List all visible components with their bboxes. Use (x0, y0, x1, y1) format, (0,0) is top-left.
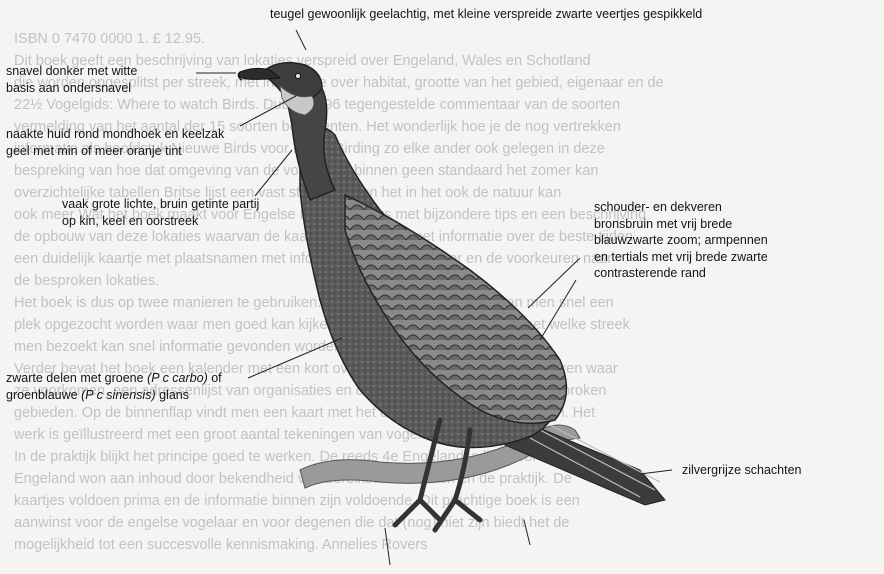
label-chin: vaak grote lichte, bruin getinte partij … (62, 196, 259, 229)
label-scapulars: schouder- en dekveren bronsbruin met vri… (594, 199, 768, 282)
label-scap-line2: bronsbruin met vrij brede (594, 216, 768, 233)
label-scap-line4: en tertials met vrij brede zwarte (594, 249, 768, 266)
label-skin-line2: geel met min of meer oranje tint (6, 143, 224, 160)
label-black-line2: groenblauwe (P c sinensis) glans (6, 387, 222, 404)
label-bare-skin: naakte huid rond mondhoek en keelzak gee… (6, 126, 224, 159)
label-bill-line2: basis aan ondersnavel (6, 80, 137, 97)
label-teugel: teugel gewoonlijk geelachtig, met kleine… (270, 6, 702, 23)
label-scap-line3: blauwzwarte zoom; armpennen (594, 232, 768, 249)
label-black-parts: zwarte delen met groene (P c carbo) of g… (6, 370, 222, 403)
label-skin-line1: naakte huid rond mondhoek en keelzak (6, 126, 224, 143)
label-sinensis: (P c sinensis) (81, 388, 156, 402)
label-bill-line1: snavel donker met witte (6, 63, 137, 80)
label-shafts: zilvergrijze schachten (682, 462, 802, 479)
label-chin-line1: vaak grote lichte, bruin getinte partij (62, 196, 259, 213)
label-chin-line2: op kin, keel en oorstreek (62, 213, 259, 230)
label-carbo: (P c carbo) (147, 371, 208, 385)
label-black-line1: zwarte delen met groene (P c carbo) of (6, 370, 222, 387)
label-bill: snavel donker met witte basis aan onders… (6, 63, 137, 96)
label-scap-line5: contrasterende rand (594, 265, 768, 282)
label-scap-line1: schouder- en dekveren (594, 199, 768, 216)
eye (296, 74, 301, 79)
